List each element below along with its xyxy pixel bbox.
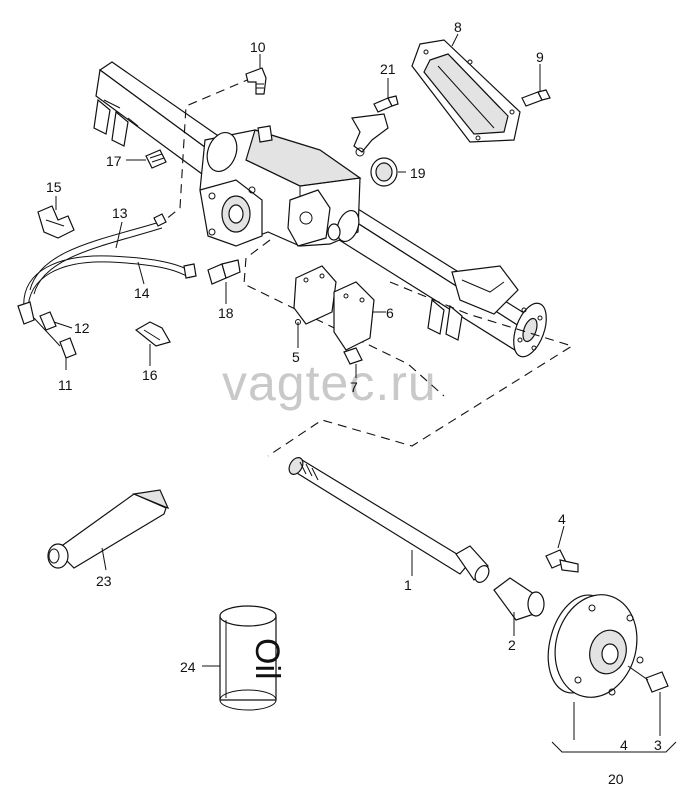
callout-4-bolt: 4 <box>558 511 566 527</box>
part-2-collar <box>493 577 545 621</box>
callout-14: 14 <box>134 285 150 301</box>
part-10-breather <box>245 67 267 95</box>
callout-4-assembly: 4 <box>620 737 628 753</box>
callout-3: 3 <box>654 737 662 753</box>
guide-lines <box>159 77 574 457</box>
callout-10: 10 <box>250 39 266 55</box>
part-5-gasket <box>293 265 337 325</box>
callout-7: 7 <box>350 379 358 395</box>
part-19-seal-ring <box>370 157 398 187</box>
part-24-oil-can <box>219 605 277 711</box>
callout-17: 17 <box>106 153 122 169</box>
part-20-wheel-hub <box>547 594 644 698</box>
part-23-grease-tube <box>47 489 170 569</box>
leader-lines <box>53 33 677 753</box>
callout-19: 19 <box>410 165 426 181</box>
callout-24: 24 <box>180 659 196 675</box>
part-3-bolt <box>627 665 669 693</box>
part-15-clip <box>37 205 75 239</box>
callout-23: 23 <box>96 573 112 589</box>
part-16-clip <box>134 321 171 347</box>
callout-15: 15 <box>46 179 62 195</box>
part-9-bolt <box>521 89 551 107</box>
callout-2: 2 <box>508 637 516 653</box>
rear-axle-housing <box>93 61 547 358</box>
callout-9: 9 <box>536 49 544 65</box>
part-7-bolt <box>343 347 363 365</box>
part-8-cover-plate <box>411 39 521 143</box>
part-21-bolt <box>373 95 399 113</box>
callout-16: 16 <box>142 367 158 383</box>
callout-6: 6 <box>386 305 394 321</box>
part-13-14-cables <box>17 213 197 359</box>
callout-11: 11 <box>58 377 73 393</box>
callout-18: 18 <box>218 305 234 321</box>
part-1-drive-shaft <box>288 457 490 583</box>
callout-1: 1 <box>404 577 412 593</box>
callout-21: 21 <box>380 61 396 77</box>
callout-20: 20 <box>608 771 624 787</box>
part-17-plug <box>145 149 167 169</box>
part-4-bolt <box>545 549 579 573</box>
callout-5: 5 <box>292 349 300 365</box>
callout-labels: 1 2 3 4 4 5 6 7 8 9 10 11 12 13 14 15 16… <box>46 19 662 787</box>
callout-12: 12 <box>74 320 90 336</box>
callout-8: 8 <box>454 19 462 35</box>
watermark-text: vagtec.ru <box>222 355 437 411</box>
part-6-cover <box>333 281 375 351</box>
oil-can-label: Oil <box>248 638 286 680</box>
part-18-bolt <box>207 259 241 285</box>
mounting-clamp <box>351 113 389 157</box>
callout-13: 13 <box>112 205 128 221</box>
